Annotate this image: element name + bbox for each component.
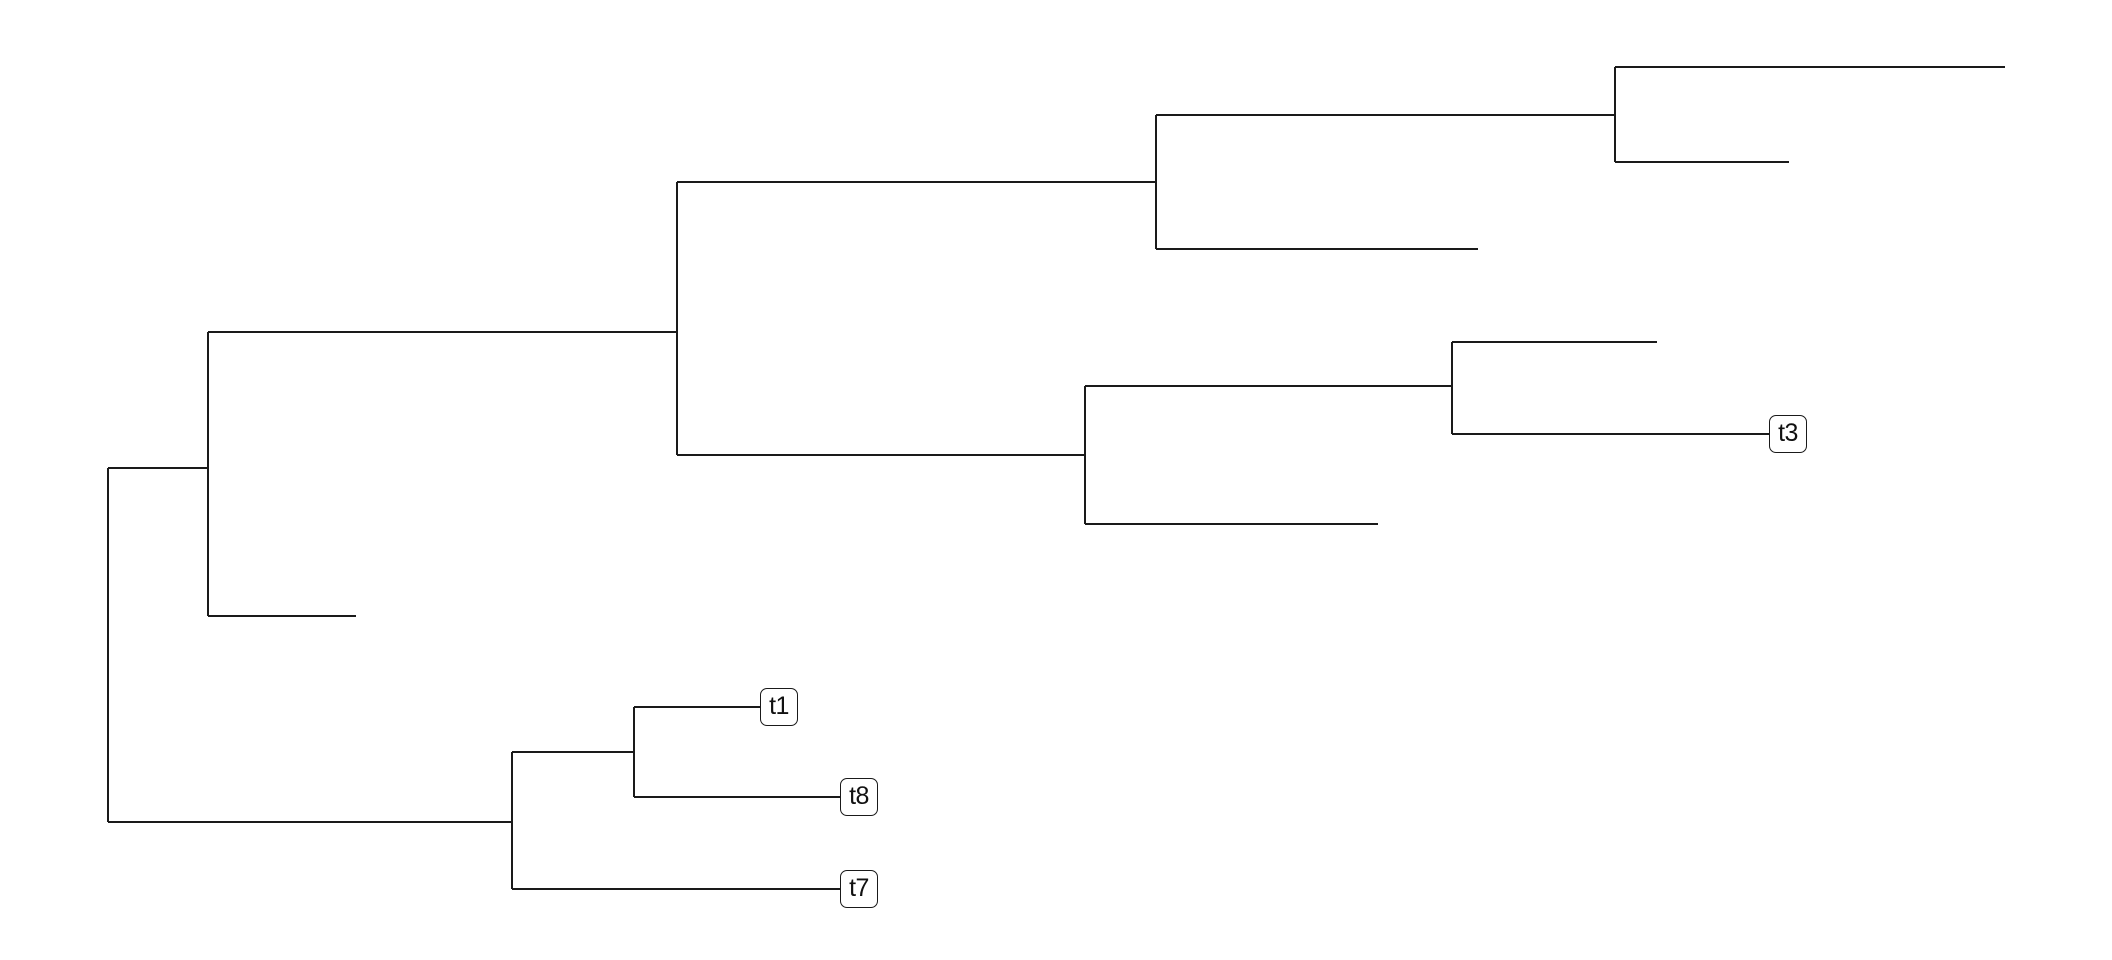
tip-label-t3[interactable]: t3 [1769,415,1807,453]
tip-label-text: t1 [769,691,789,720]
horizontal-branch-group [108,65,2005,891]
tip-label-t7[interactable]: t7 [840,870,878,908]
tip-label-t8[interactable]: t8 [840,778,878,816]
tip-label-text: t8 [849,781,869,810]
tip-label-t1[interactable]: t1 [760,688,798,726]
tip-label-text: t7 [849,873,869,902]
vertical-branch-group [106,67,1617,889]
tip-label-text: t3 [1778,418,1798,447]
